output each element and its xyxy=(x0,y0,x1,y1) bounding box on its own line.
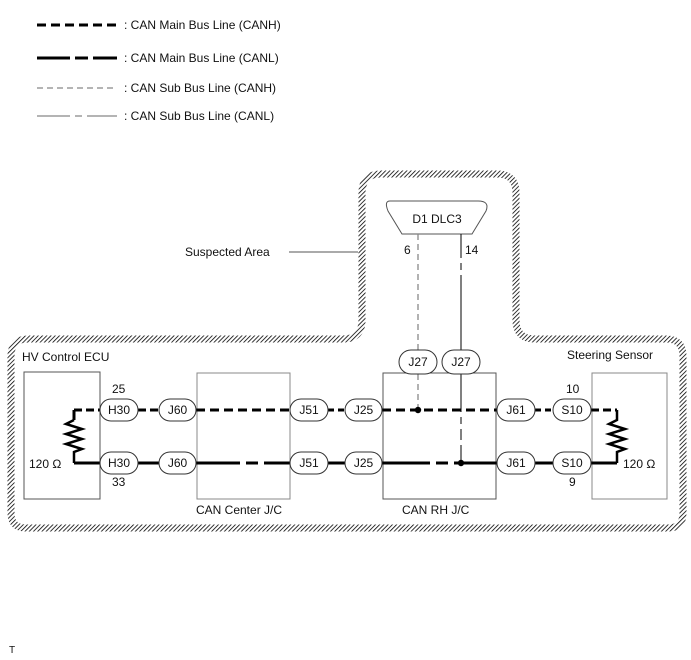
svg-text:J51: J51 xyxy=(299,456,319,470)
splice-canh xyxy=(414,406,422,414)
can-center-jc-label: CAN Center J/C xyxy=(196,503,282,517)
splice-canl xyxy=(457,459,465,467)
resistor-hv-ecu xyxy=(61,418,87,463)
suspected-area-outline xyxy=(7,170,687,532)
connector-h30-canh: H30 xyxy=(99,398,139,422)
hv-control-ecu-box xyxy=(23,371,101,500)
steering-sensor-box xyxy=(591,372,668,500)
connector-j25-canl: J25 xyxy=(344,451,383,475)
steering-sensor-label: Steering Sensor xyxy=(567,348,653,362)
svg-text:J61: J61 xyxy=(506,456,526,470)
svg-text:J27: J27 xyxy=(451,355,471,369)
legend-label-sub-canh: : CAN Sub Bus Line (CANH) xyxy=(124,81,276,95)
svg-text:J60: J60 xyxy=(168,456,188,470)
svg-text:J25: J25 xyxy=(354,456,374,470)
pin-steering-canh: 10 xyxy=(566,382,580,396)
suspected-area-callout: Suspected Area xyxy=(185,245,358,259)
connector-j25-canh: J25 xyxy=(344,398,383,422)
dlc3-pin-canl: 14 xyxy=(465,243,479,257)
pin-hv-canh: 25 xyxy=(112,382,126,396)
legend-item-main-canl: : CAN Main Bus Line (CANL) xyxy=(37,51,279,65)
svg-text:J60: J60 xyxy=(168,403,188,417)
connector-s10-canh: S10 xyxy=(552,398,592,422)
pin-steering-canl: 9 xyxy=(569,475,576,489)
can-rh-jc-box xyxy=(382,372,497,500)
connector-j60-canl: J60 xyxy=(158,451,197,475)
legend-item-sub-canl: : CAN Sub Bus Line (CANL) xyxy=(37,109,274,123)
connector-j27-canl: J27 xyxy=(441,349,481,375)
connector-j51-canl: J51 xyxy=(289,451,329,475)
legend-label-main-canh: : CAN Main Bus Line (CANH) xyxy=(124,18,281,32)
legend-label-sub-canl: : CAN Sub Bus Line (CANL) xyxy=(124,109,274,123)
connector-j60-canh: J60 xyxy=(158,398,197,422)
svg-text:S10: S10 xyxy=(561,403,583,417)
suspected-area-label: Suspected Area xyxy=(185,245,270,259)
dlc3-label: D1 DLC3 xyxy=(412,212,462,226)
legend-item-main-canh: : CAN Main Bus Line (CANH) xyxy=(37,18,281,32)
resistor-steering xyxy=(604,410,630,463)
svg-text:S10: S10 xyxy=(561,456,583,470)
connector-s10-canl: S10 xyxy=(552,451,592,475)
svg-text:H30: H30 xyxy=(108,456,130,470)
legend: : CAN Main Bus Line (CANH) : CAN Main Bu… xyxy=(37,18,281,123)
can-center-jc-box xyxy=(196,372,291,500)
legend-label-main-canl: : CAN Main Bus Line (CANL) xyxy=(124,51,279,65)
connector-j27-canh: J27 xyxy=(398,349,438,375)
resistor-steering-label: 120 Ω xyxy=(623,457,655,471)
footer-mark: T xyxy=(9,645,15,656)
connector-j61-canh: J61 xyxy=(496,398,536,422)
dlc3-pin-canh: 6 xyxy=(404,243,411,257)
connector-j51-canh: J51 xyxy=(289,398,329,422)
pin-hv-canl: 33 xyxy=(112,475,126,489)
main-bus-canh xyxy=(72,408,617,420)
connector-h30-canl: H30 xyxy=(99,451,139,475)
svg-text:J27: J27 xyxy=(408,355,428,369)
can-rh-jc-label: CAN RH J/C xyxy=(402,503,470,517)
hv-control-ecu-label: HV Control ECU xyxy=(22,350,109,364)
svg-text:J51: J51 xyxy=(299,403,319,417)
legend-item-sub-canh: : CAN Sub Bus Line (CANH) xyxy=(37,81,276,95)
dlc3-connector: D1 DLC3 6 14 xyxy=(385,200,488,257)
svg-text:H30: H30 xyxy=(108,403,130,417)
resistor-hv-ecu-label: 120 Ω xyxy=(29,457,61,471)
svg-text:J25: J25 xyxy=(354,403,374,417)
svg-text:J61: J61 xyxy=(506,403,526,417)
connector-j61-canl: J61 xyxy=(496,451,536,475)
